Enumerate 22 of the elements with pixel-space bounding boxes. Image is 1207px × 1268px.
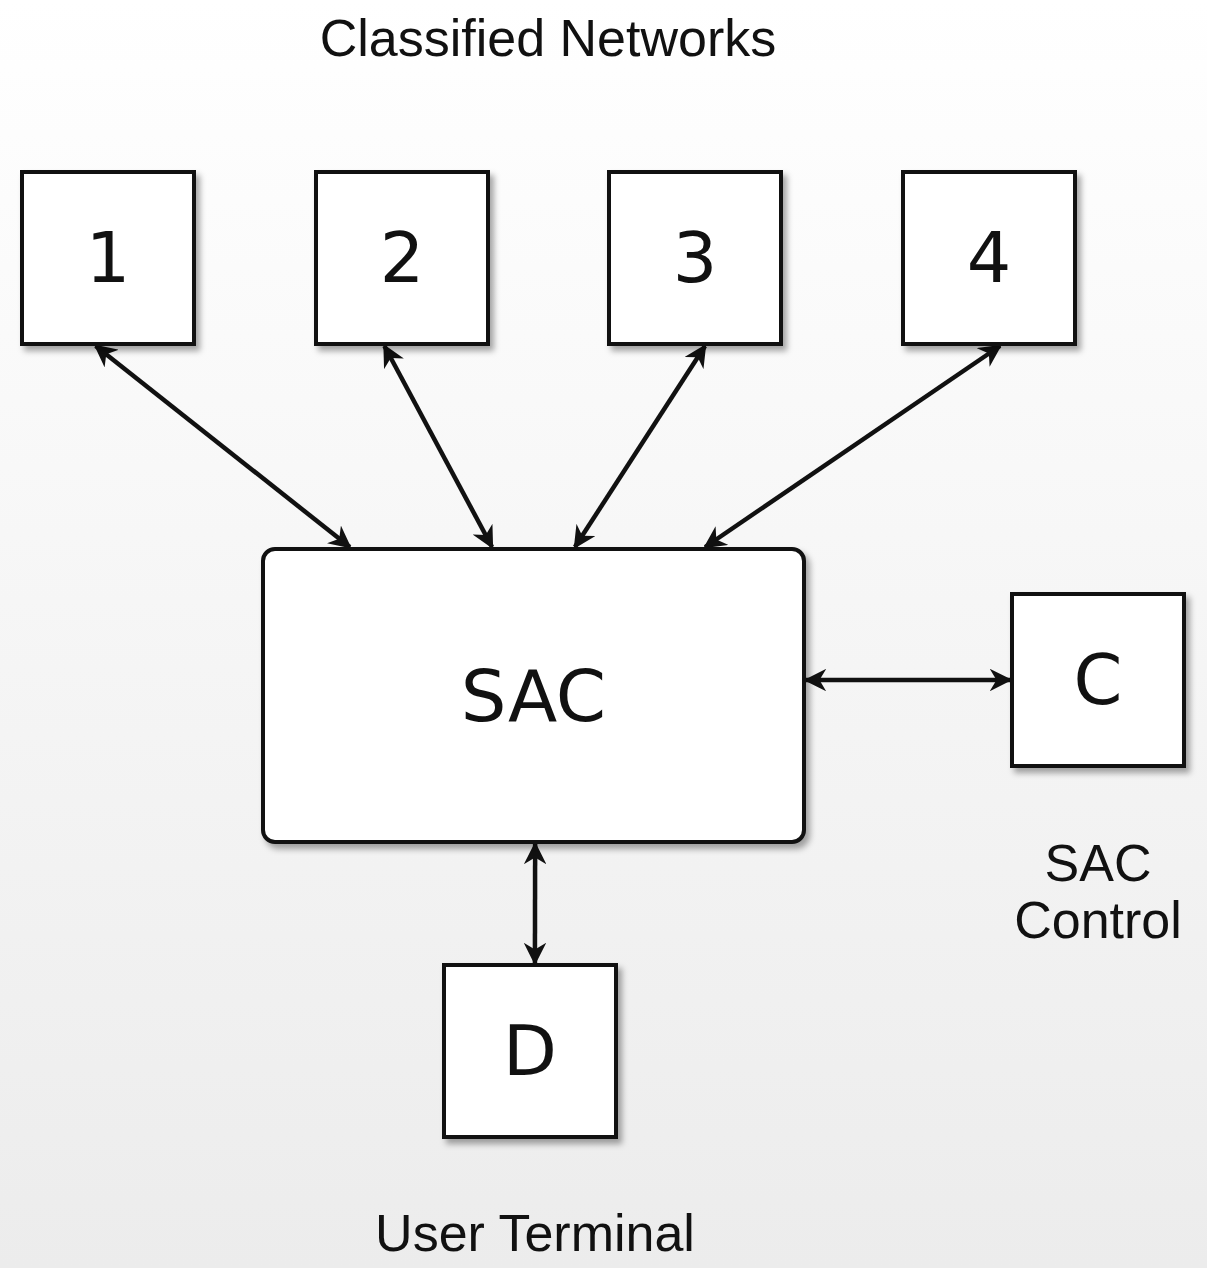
network-box (442, 963, 618, 1139)
node-caption: User Terminal (374, 1205, 696, 1263)
node-label: D (503, 1010, 557, 1092)
network-box (20, 170, 196, 346)
node-label: 1 (85, 217, 131, 299)
node-label: 2 (379, 217, 425, 299)
double-arrow (382, 344, 495, 549)
network-box (607, 170, 783, 346)
double-arrow (573, 344, 707, 549)
double-arrow (523, 841, 547, 966)
network-box (901, 170, 1077, 346)
network-box (314, 170, 490, 346)
node-label: 3 (672, 217, 718, 299)
double-arrow (703, 344, 1002, 549)
node-label: SAC (460, 653, 607, 738)
process-box (261, 547, 806, 844)
double-arrow (93, 344, 352, 549)
network-box (1010, 592, 1186, 768)
node-label: C (1073, 639, 1123, 721)
node-caption: SAC Control (1013, 835, 1183, 950)
diagram-title: Classified Networks (318, 10, 778, 68)
node-label: 4 (966, 217, 1012, 299)
